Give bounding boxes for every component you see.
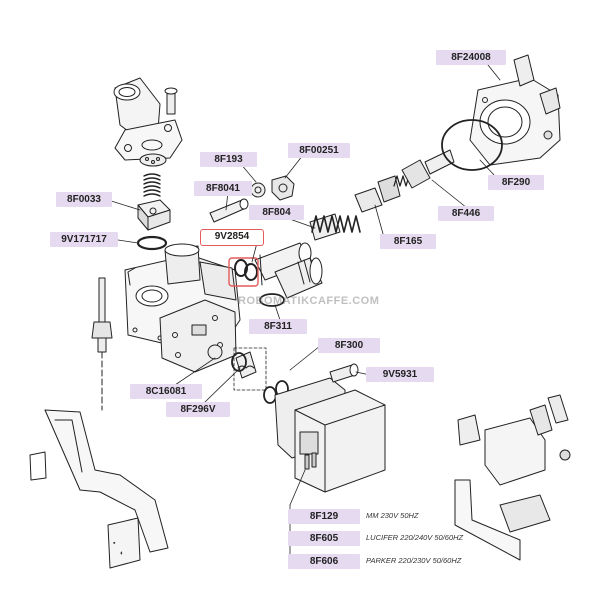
- valve-parts-top: [209, 175, 341, 241]
- label-8F804: 8F804: [249, 205, 304, 220]
- note-8F606: PARKER 220/230V 50/60HZ: [366, 556, 462, 565]
- rod-fitting: [91, 277, 113, 411]
- valve-body: [124, 243, 241, 373]
- label-8F606: 8F606: [288, 554, 360, 569]
- label-8F300: 8F300: [318, 338, 380, 353]
- label-9V2854: 9V2854: [200, 229, 264, 246]
- o-ring-pair: [228, 257, 259, 287]
- label-8F193: 8F193: [200, 152, 257, 167]
- label-8F605: 8F605: [288, 531, 360, 546]
- label-8F296V: 8F296V: [166, 402, 230, 417]
- label-8F24008: 8F24008: [436, 50, 506, 65]
- housing-8F24008: [441, 54, 561, 171]
- label-8F00251: 8F00251: [288, 143, 350, 158]
- label-9V171717: 9V171717: [50, 232, 118, 247]
- svg-text:◐: ◐: [120, 550, 124, 557]
- label-8F129: 8F129: [288, 509, 360, 524]
- label-9V5931: 9V5931: [366, 367, 434, 382]
- note-8F605: LUCIFER 220/240V 50/60HZ: [366, 533, 464, 542]
- solenoid-coil: [274, 363, 386, 493]
- label-8F165: 8F165: [380, 234, 436, 249]
- label-8F0033: 8F0033: [56, 192, 112, 207]
- label-8F290: 8F290: [488, 175, 544, 190]
- svg-text:▪: ▪: [113, 540, 116, 547]
- spring-disc: [139, 153, 167, 197]
- label-8F311: 8F311: [249, 319, 307, 334]
- watermark: ROBOMATIKCAFFE.COM: [238, 295, 380, 307]
- label-8F446: 8F446: [438, 206, 494, 221]
- assembly-inset: [454, 394, 571, 561]
- label-8C16081: 8C16081: [130, 384, 202, 399]
- note-8F129: MM 230V 50HZ: [366, 511, 419, 520]
- valve-block-small: [137, 199, 171, 231]
- o-ring-9V171717: [136, 235, 168, 251]
- cylinder-8F311: [259, 257, 323, 307]
- mounting-bracket: ▪ ◐: [29, 409, 169, 569]
- plunger-assembly: [311, 149, 455, 233]
- elbow-fitting: [113, 77, 183, 161]
- label-8F8041: 8F8041: [194, 181, 252, 196]
